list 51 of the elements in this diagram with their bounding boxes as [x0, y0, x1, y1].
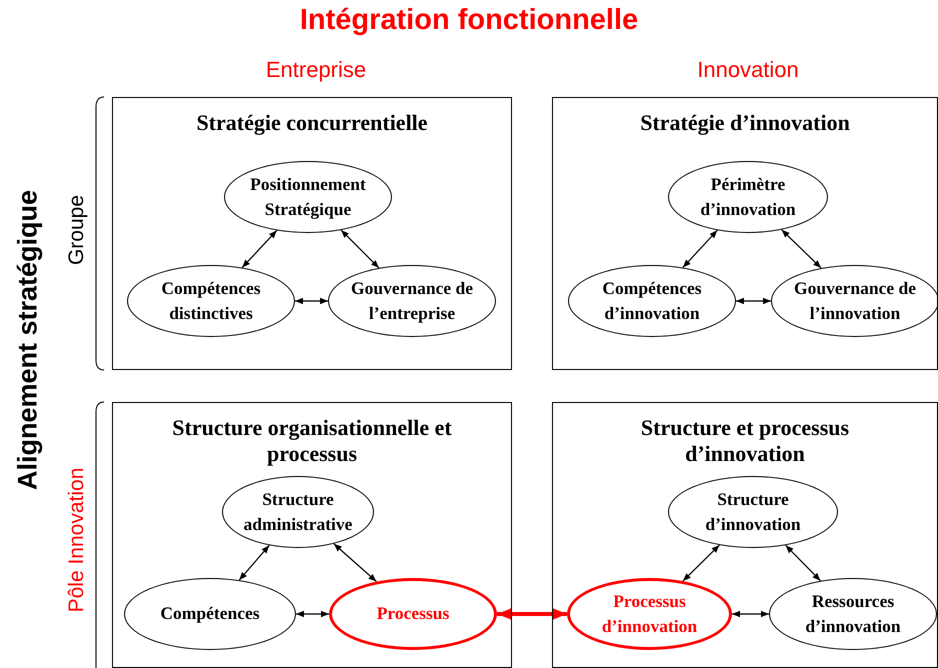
diagram-title: Intégration fonctionnelle — [298, 4, 640, 37]
axis-label: Alignement stratégique — [12, 190, 44, 490]
ellipse-node — [769, 578, 937, 650]
node-text: Processus d’innovation — [600, 590, 698, 638]
quadrant-box — [552, 402, 938, 668]
double-arrow — [785, 544, 821, 582]
quadrant-title: Structure organisationnelle et processus — [171, 415, 453, 468]
ellipse-node — [329, 578, 497, 650]
double-arrow — [497, 608, 567, 620]
ellipse-node — [567, 578, 732, 650]
double-arrow — [238, 544, 270, 581]
node-text: Périmètre d’innovation — [699, 172, 797, 221]
double-arrow — [781, 229, 822, 268]
node-text: Gouvernance de l’innovation — [792, 276, 917, 325]
node-text: Compétences — [159, 602, 261, 626]
node-text: Compétences d’innovation — [601, 276, 703, 325]
double-arrow — [242, 230, 278, 268]
ellipse-node — [328, 265, 496, 337]
axis-label: Pôle Innovation — [65, 468, 89, 612]
axis-label: Innovation — [697, 57, 799, 83]
node-text: Ressources d’innovation — [804, 590, 902, 638]
node-text: Positionnement Stratégique — [249, 172, 367, 221]
ellipse-node — [124, 578, 296, 650]
double-arrow — [296, 610, 329, 618]
double-arrow — [736, 298, 771, 304]
ellipse-node — [668, 476, 838, 548]
node-text: Gouvernance de l’entreprise — [350, 276, 474, 325]
quadrant-box — [112, 97, 512, 370]
ellipse-node — [222, 476, 374, 548]
axis-label: Entreprise — [266, 57, 366, 83]
axis-label: Groupe — [65, 194, 89, 266]
double-arrow — [295, 298, 328, 304]
ellipse-node — [668, 161, 828, 233]
quadrant-title: Stratégie d’innovation — [639, 110, 851, 136]
double-arrow — [682, 230, 718, 268]
ellipse-node — [127, 265, 295, 337]
double-arrow — [682, 544, 720, 582]
ellipse-node — [771, 265, 938, 337]
quadrant-title: Stratégie concurrentielle — [195, 110, 429, 136]
node-text: Structure d’innovation — [704, 488, 802, 536]
quadrant-title: Structure et processus d’innovation — [640, 415, 850, 468]
quadrant-box — [112, 402, 512, 668]
node-text: Compétences distinctives — [160, 276, 262, 325]
double-arrow — [340, 230, 380, 268]
ellipse-node — [224, 161, 392, 233]
double-arrow — [333, 543, 377, 582]
quadrant-box — [552, 97, 938, 370]
ellipse-node — [568, 265, 736, 337]
node-text: Structure administrative — [242, 488, 354, 536]
double-arrow — [732, 610, 769, 618]
node-text: Processus — [376, 602, 450, 626]
